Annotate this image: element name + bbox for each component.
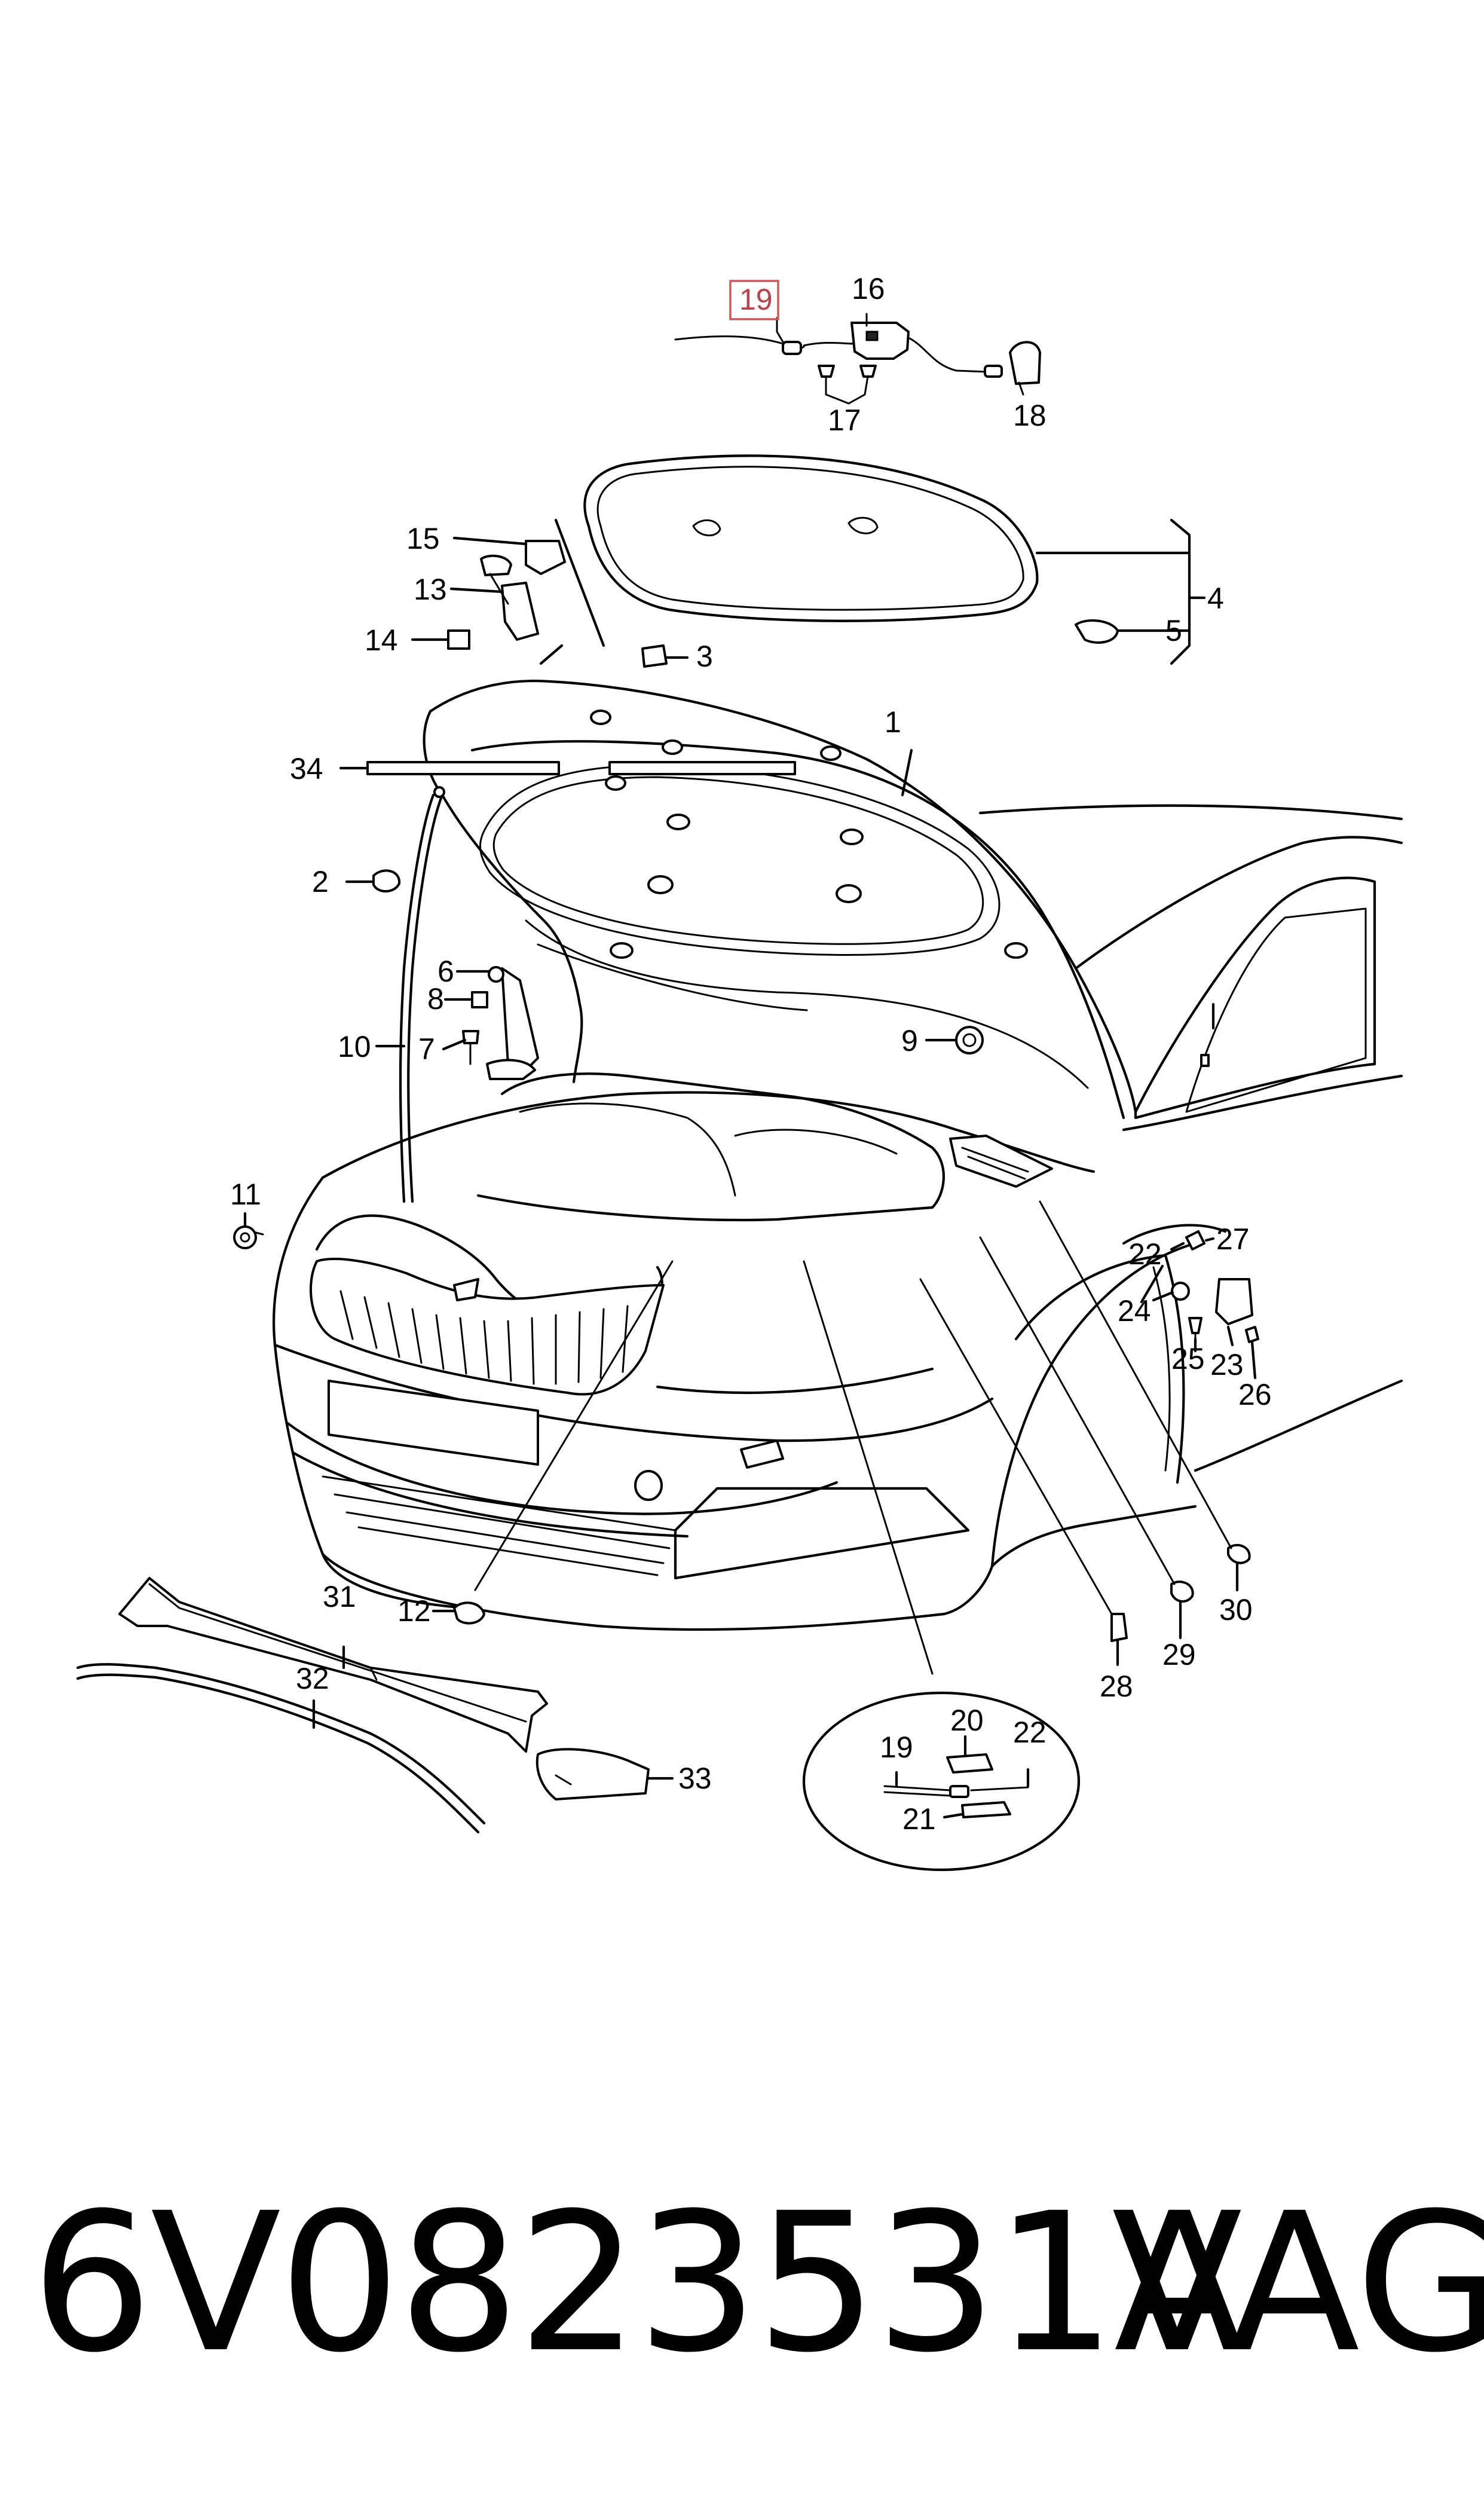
callout-34[interactable]: 34 bbox=[290, 752, 323, 785]
footer-caption: 6V0823531A VAG bbox=[0, 2176, 1484, 2391]
callout-15[interactable]: 15 bbox=[406, 522, 440, 555]
trim-33 bbox=[536, 1748, 674, 1800]
vehicle-body bbox=[273, 804, 1403, 1631]
callout-14[interactable]: 14 bbox=[365, 623, 398, 657]
callout-25[interactable]: 25 bbox=[1171, 1342, 1205, 1375]
callout-17[interactable]: 17 bbox=[828, 403, 861, 437]
seal-strip-34 bbox=[339, 761, 796, 775]
hood-insulation-mat bbox=[583, 454, 1206, 665]
plenum-panel-31 bbox=[118, 1577, 548, 1753]
callout-3[interactable]: 3 bbox=[696, 640, 713, 673]
callout-19-top[interactable]: 19 bbox=[739, 283, 773, 316]
clip-3 bbox=[641, 644, 689, 668]
callout-10[interactable]: 10 bbox=[338, 1030, 371, 1063]
prop-rod-10 bbox=[375, 786, 445, 1203]
callout-19-detail[interactable]: 19 bbox=[880, 1731, 913, 1764]
callout-26[interactable]: 26 bbox=[1238, 1378, 1272, 1411]
bump-stop-2 bbox=[345, 869, 401, 892]
callout-23[interactable]: 23 bbox=[1210, 1348, 1244, 1381]
detail-inset bbox=[802, 1691, 1081, 1872]
fender-clips bbox=[1110, 1230, 1259, 1667]
callout-16[interactable]: 16 bbox=[852, 272, 885, 305]
callout-20[interactable]: 20 bbox=[950, 1704, 984, 1737]
callout-22-detail[interactable]: 22 bbox=[1013, 1716, 1047, 1749]
callout-8[interactable]: 8 bbox=[427, 982, 444, 1016]
callout-4[interactable]: 4 bbox=[1207, 582, 1224, 615]
callout-33[interactable]: 33 bbox=[678, 1762, 712, 1795]
highlight-box-19 bbox=[729, 280, 779, 320]
hood-hinge bbox=[411, 518, 605, 665]
callout-2[interactable]: 2 bbox=[312, 865, 329, 898]
callout-31[interactable]: 31 bbox=[323, 1580, 356, 1613]
callout-22[interactable]: 22 bbox=[1128, 1237, 1162, 1271]
callout-24[interactable]: 24 bbox=[1118, 1294, 1151, 1328]
brand-name: VAG bbox=[1112, 2172, 1484, 2395]
hood-lock-assembly bbox=[674, 313, 1041, 405]
callout-30[interactable]: 30 bbox=[1219, 1593, 1253, 1627]
seal-32 bbox=[76, 1663, 486, 1834]
part-number: 6V0823531A bbox=[31, 2172, 1245, 2395]
callout-labels: 19 16 17 18 4 5 15 13 14 3 1 34 2 6 8 10… bbox=[230, 272, 1272, 1836]
callout-27[interactable]: 27 bbox=[1216, 1222, 1250, 1256]
leader-lines bbox=[250, 1200, 1232, 1675]
callout-6[interactable]: 6 bbox=[437, 955, 454, 988]
callout-13[interactable]: 13 bbox=[414, 573, 447, 606]
callout-1[interactable]: 1 bbox=[885, 705, 901, 739]
grommet-9 bbox=[925, 1026, 984, 1054]
clip-12 bbox=[432, 1601, 485, 1625]
clip-11 bbox=[233, 1212, 257, 1249]
hood bbox=[423, 679, 1137, 1120]
callout-21[interactable]: 21 bbox=[902, 1802, 936, 1836]
callout-9[interactable]: 9 bbox=[901, 1024, 918, 1057]
callout-18[interactable]: 18 bbox=[1013, 399, 1047, 432]
striker-bracket bbox=[442, 966, 539, 1080]
callout-7[interactable]: 7 bbox=[418, 1032, 435, 1066]
callout-29[interactable]: 29 bbox=[1162, 1638, 1196, 1671]
callout-32[interactable]: 32 bbox=[296, 1662, 329, 1695]
callout-5[interactable]: 5 bbox=[1165, 614, 1182, 647]
callout-11[interactable]: 11 bbox=[230, 1178, 261, 1211]
callout-28[interactable]: 28 bbox=[1100, 1670, 1133, 1703]
callout-12[interactable]: 12 bbox=[397, 1594, 431, 1628]
